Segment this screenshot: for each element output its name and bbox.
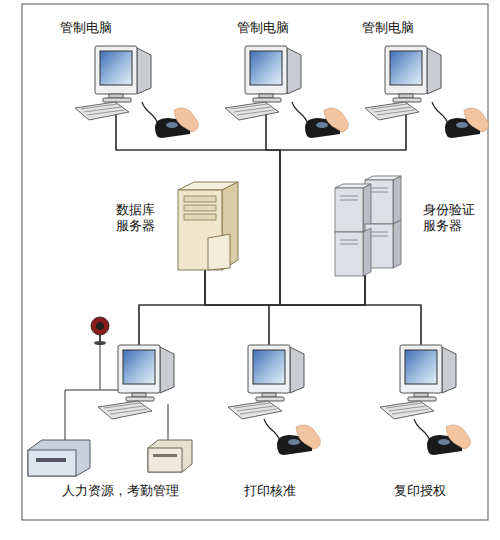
device-label: 打印核准 [215, 483, 325, 499]
scanner-icon [264, 419, 320, 455]
device-node: 打印核准 [215, 345, 325, 505]
device-node: 复印授权 [365, 345, 475, 505]
card-printer-icon [28, 440, 90, 476]
webcam-lens [96, 322, 104, 330]
computer-icon [365, 46, 441, 120]
drive-bay [184, 214, 216, 220]
device-label: 管制电脑 [237, 20, 327, 36]
device-node: 管制电脑 [55, 18, 185, 102]
server-slots [340, 188, 388, 244]
device-node: 管制电脑 [355, 18, 485, 102]
device-node: 数据库 服务器 [110, 178, 250, 270]
computer-icon [98, 345, 174, 419]
webcam-body [91, 317, 109, 335]
network-link [205, 102, 406, 305]
network-link [280, 102, 406, 305]
webcam-icon [91, 317, 109, 345]
printer-front [148, 448, 182, 472]
network-link [205, 270, 269, 345]
auth-server-icon [335, 176, 401, 276]
scanner-icon [432, 102, 488, 138]
network-link [139, 275, 365, 345]
network-link [365, 275, 421, 345]
card-printer-body [28, 440, 90, 476]
server-door [208, 234, 230, 270]
network-link [116, 102, 280, 305]
device-label: 管制电脑 [60, 20, 160, 36]
database-server-icon [178, 182, 238, 270]
server-side [393, 176, 401, 224]
device-label: 人力资源，考勤管理 [35, 483, 205, 499]
server-side [363, 228, 371, 276]
computer-icon [380, 345, 456, 419]
network-link [139, 270, 205, 345]
scanner-icon [142, 102, 198, 138]
device-node: 人力资源，考勤管理 [25, 345, 200, 505]
drive-bay [184, 196, 216, 202]
device-label: 管制电脑 [362, 20, 462, 36]
device-label: 身份验证 服务器 [423, 202, 481, 234]
printer-body [148, 440, 192, 472]
scanner-icon [292, 102, 348, 138]
device-label: 数据库 服务器 [116, 202, 166, 234]
network-link [269, 275, 365, 345]
scanner-icon [414, 419, 470, 455]
device-node: 身份验证 服务器 [333, 178, 483, 275]
paper-slot [153, 454, 177, 457]
outer-frame [22, 4, 488, 520]
network-link [266, 102, 365, 305]
drive-bay [184, 205, 216, 211]
card-slot [36, 458, 66, 462]
server-side [393, 220, 401, 268]
server-unit [335, 188, 363, 232]
network-link [116, 102, 365, 305]
device-label: 复印授权 [365, 483, 475, 499]
computer-icon [225, 46, 301, 120]
server-unit [335, 232, 363, 276]
network-link [205, 270, 421, 345]
card-printer-front [28, 450, 76, 476]
computer-icon [228, 345, 304, 419]
device-node: 管制电脑 [205, 18, 335, 102]
printer-icon [148, 440, 192, 472]
computer-icon [75, 46, 151, 120]
